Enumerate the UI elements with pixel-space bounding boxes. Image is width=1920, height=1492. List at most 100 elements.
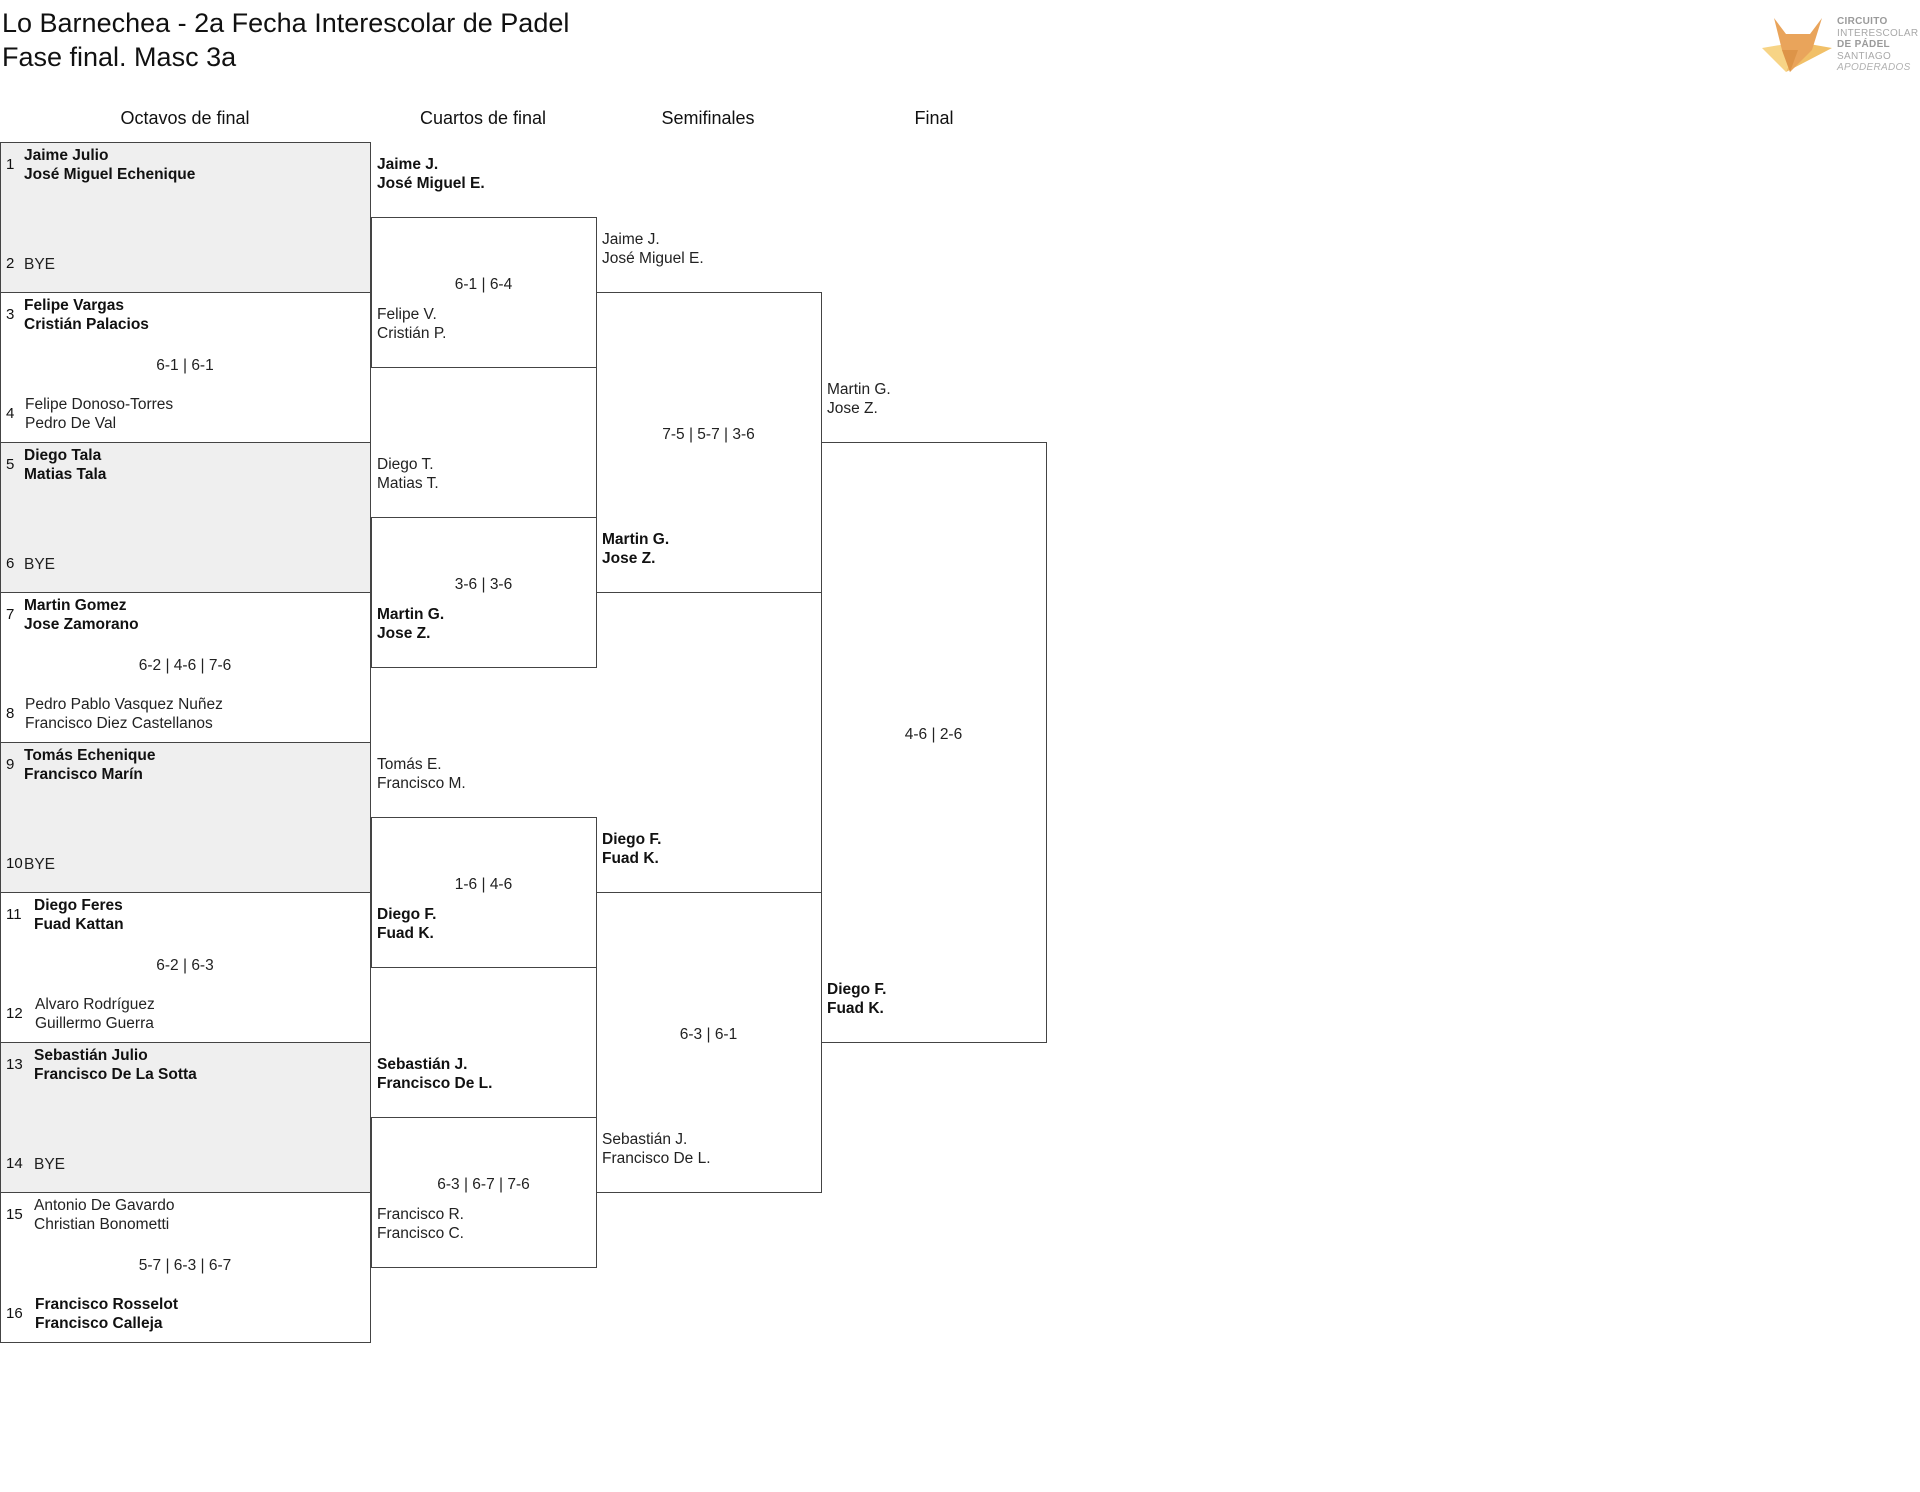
team-name: José Miguel Echenique: [24, 166, 196, 183]
round-header-final: Final: [914, 108, 954, 128]
match-box-octavos: [0, 1192, 371, 1343]
team-name: BYE: [24, 856, 56, 873]
team-name: Diego T.: [377, 456, 434, 473]
team-name: Francisco C.: [377, 1225, 464, 1242]
team-name: Diego F.: [377, 906, 437, 923]
logo-line-4: SANTIAGO: [1837, 50, 1892, 62]
team-name: Francisco Rosselot: [35, 1296, 178, 1313]
team-name: Matias T.: [377, 475, 439, 492]
match-score: 6-3 | 6-1: [679, 1026, 738, 1043]
team-name: Martin Gomez: [24, 597, 127, 614]
team-name: José Miguel E.: [377, 175, 485, 192]
team-name: Francisco De La Sotta: [34, 1066, 197, 1083]
match-box-octavos: [0, 1042, 371, 1193]
match-score: 3-6 | 3-6: [454, 576, 513, 593]
round-header-cuartos: Cuartos de final: [419, 108, 547, 128]
match-score: 6-1 | 6-4: [454, 276, 513, 293]
seed-number: 11: [6, 906, 22, 923]
team-name: Guillermo Guerra: [35, 1015, 154, 1032]
seed-number: 14: [6, 1155, 23, 1172]
team-name: BYE: [24, 256, 56, 273]
team-name: Cristián P.: [377, 325, 447, 342]
seed-number: 1: [6, 156, 15, 173]
team-name: Sebastián J.: [377, 1056, 468, 1073]
team-name: Martin G.: [602, 531, 670, 548]
team-name: Martin G.: [827, 381, 891, 398]
match-box-octavos: [0, 442, 371, 593]
team-name: Francisco De L.: [377, 1075, 493, 1092]
team-name: Jose Z.: [377, 625, 431, 642]
team-name: Francisco Marín: [24, 766, 143, 783]
logo-line-2: INTERESCOLAR: [1837, 27, 1919, 39]
page-subtitle: Fase final. Masc 3a: [2, 42, 237, 72]
team-name: Francisco R.: [377, 1206, 464, 1223]
team-name: Francisco Calleja: [35, 1315, 163, 1332]
team-name: Diego F.: [827, 981, 887, 998]
round-header-octavos: Octavos de final: [120, 108, 250, 128]
seed-number: 4: [6, 405, 15, 422]
team-name: Fuad K.: [827, 1000, 884, 1017]
logo: CIRCUITO INTERESCOLAR DE PÁDEL SANTIAGO …: [1760, 14, 1920, 78]
team-name: BYE: [34, 1156, 66, 1173]
team-name: Jaime Julio: [24, 147, 109, 164]
seed-number: 12: [6, 1005, 23, 1022]
match-box-octavos: [0, 742, 371, 893]
team-name: Tomás Echenique: [24, 747, 156, 764]
seed-number: 16: [6, 1305, 23, 1322]
team-name: Sebastián J.: [602, 1131, 688, 1148]
seed-number: 13: [6, 1056, 23, 1073]
team-name: Felipe V.: [377, 306, 437, 323]
team-name: Jose Z.: [827, 400, 878, 417]
match-score: 5-7 | 6-3 | 6-7: [138, 1257, 232, 1274]
team-name: BYE: [24, 556, 56, 573]
match-box-final: [821, 442, 1047, 1043]
seed-number: 5: [6, 456, 15, 473]
fox-icon: [1762, 18, 1832, 72]
team-name: Jaime J.: [377, 156, 439, 173]
logo-line-1: CIRCUITO: [1837, 16, 1888, 27]
team-name: Jaime J.: [602, 231, 660, 248]
match-score: 6-1 | 6-1: [156, 357, 214, 374]
team-name: José Miguel E.: [602, 250, 704, 267]
match-score: 6-3 | 6-7 | 7-6: [437, 1176, 530, 1193]
team-name: Matias Tala: [24, 466, 107, 483]
team-name: Christian Bonometti: [34, 1216, 170, 1233]
team-name: Cristián Palacios: [24, 316, 149, 333]
team-name: Francisco Diez Castellanos: [25, 715, 213, 732]
team-name: Pedro De Val: [25, 415, 117, 432]
team-name: Martin G.: [377, 606, 445, 623]
round-header-semis: Semifinales: [661, 108, 755, 128]
seed-number: 2: [6, 255, 15, 272]
match-score: 1-6 | 4-6: [454, 876, 513, 893]
match-score: 6-2 | 6-3: [156, 957, 214, 974]
seed-number: 9: [6, 756, 15, 773]
team-name: Alvaro Rodríguez: [35, 996, 155, 1013]
match-score: 6-2 | 4-6 | 7-6: [138, 657, 232, 674]
seed-number: 8: [6, 705, 15, 722]
team-name: Felipe Vargas: [24, 297, 124, 314]
seed-number: 3: [6, 306, 15, 323]
team-name: Francisco De L.: [602, 1150, 711, 1167]
logo-line-3: DE PÁDEL: [1837, 39, 1890, 50]
team-name: Fuad Kattan: [34, 916, 124, 933]
team-name: Fuad K.: [377, 925, 434, 942]
team-name: Felipe Donoso-Torres: [25, 396, 174, 413]
team-name: Tomás E.: [377, 756, 442, 773]
team-name: Pedro Pablo Vasquez Nuñez: [25, 696, 223, 713]
seed-number: 6: [6, 555, 15, 572]
team-name: Fuad K.: [602, 850, 659, 867]
team-name: Francisco M.: [377, 775, 466, 792]
team-name: Diego F.: [602, 831, 662, 848]
page-title: Lo Barnechea - 2a Fecha Interescolar de …: [2, 8, 570, 38]
seed-number: 15: [6, 1206, 23, 1223]
team-name: Jose Zamorano: [24, 616, 139, 633]
seed-number: 10: [6, 855, 23, 872]
team-name: Jose Z.: [602, 550, 656, 567]
match-score: 4-6 | 2-6: [904, 726, 963, 743]
team-name: Diego Tala: [24, 447, 102, 464]
team-name: Sebastián Julio: [34, 1047, 148, 1064]
logo-line-5: APODERADOS: [1837, 62, 1911, 73]
team-name: Diego Feres: [34, 897, 123, 914]
team-name: Antonio De Gavardo: [34, 1197, 175, 1214]
seed-number: 7: [6, 606, 15, 623]
